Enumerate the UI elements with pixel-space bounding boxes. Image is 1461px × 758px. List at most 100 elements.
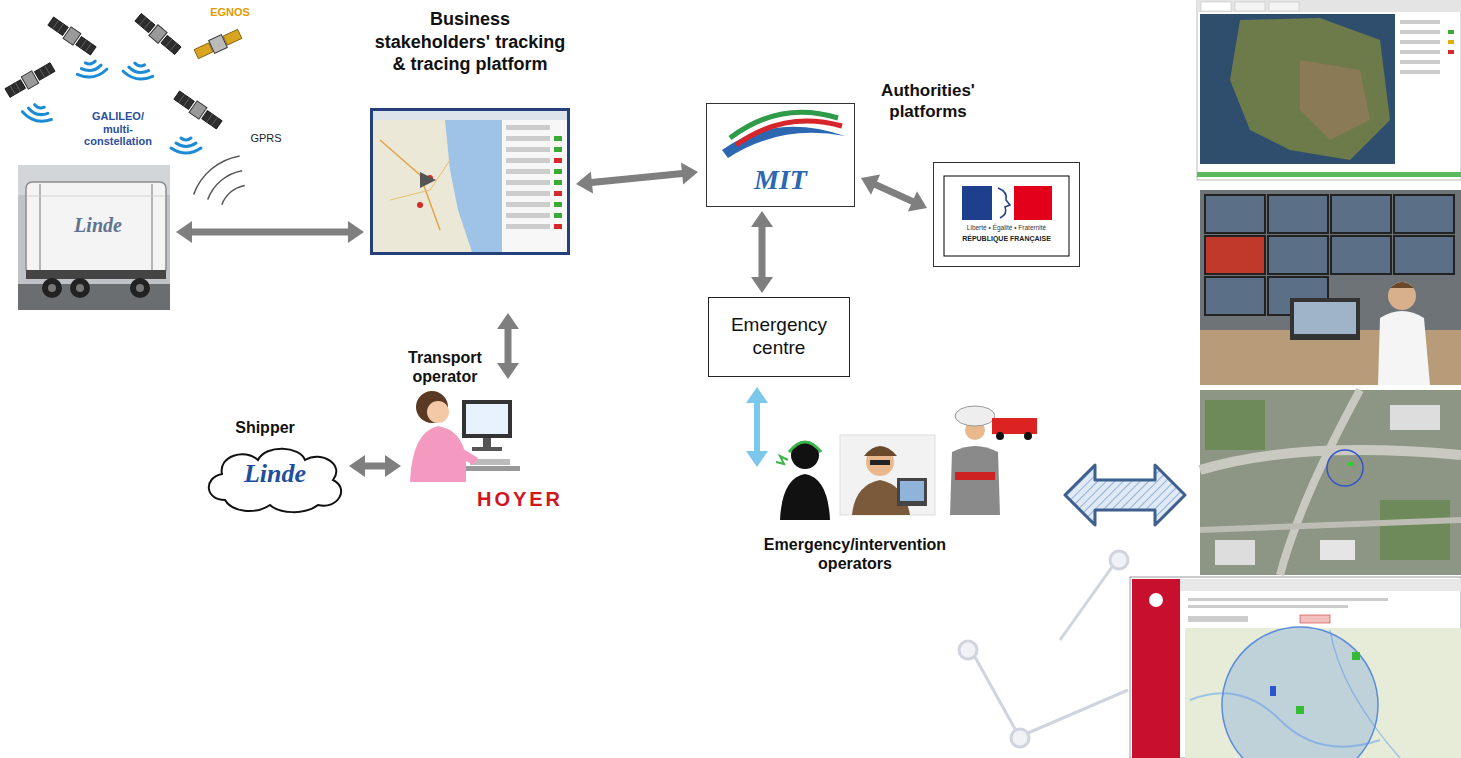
- map-screenshot-part: [1400, 20, 1440, 74]
- platform-heading: Business stakeholders' tracking & tracin…: [372, 8, 568, 76]
- arrow-head: [497, 363, 519, 379]
- republic-logo-part: [998, 188, 1010, 218]
- connector-arrow: [349, 455, 401, 477]
- platform-screenshot-part-part: [554, 180, 562, 185]
- network-decoration-part: [1060, 567, 1112, 640]
- platform-screenshot-part-part: [506, 224, 550, 229]
- aerial-photo-part: [1390, 405, 1440, 430]
- signal-waves-part: [171, 138, 201, 153]
- map-screenshot-part-part: [1400, 30, 1440, 34]
- signal-waves-part: [76, 59, 108, 79]
- node-frame: [18, 165, 170, 310]
- control-room-photo-part: [1200, 190, 1461, 385]
- platform-screenshot-part: [420, 172, 436, 188]
- arrow-head: [861, 175, 880, 195]
- arrow-head: [349, 455, 365, 477]
- map-screenshot-part-part: [1400, 20, 1440, 24]
- truck-photo-part: [130, 278, 150, 298]
- satellite-label: EGNOS: [205, 6, 255, 19]
- platform-screenshot-part-part: [554, 169, 562, 174]
- satellite-constellation-part-part: [194, 43, 213, 59]
- control-room-photo-part: [1390, 282, 1414, 288]
- platform-screenshot-part-part: [506, 125, 550, 130]
- satellite-constellation-part-part: [209, 35, 228, 54]
- operator-figure-part: [416, 391, 448, 423]
- platform-screenshot-part-part: [506, 191, 550, 196]
- connector-line: [505, 326, 512, 366]
- ministry-logo: [722, 112, 845, 158]
- arrow-head: [385, 455, 401, 477]
- connector-line: [589, 173, 685, 182]
- node-frame: [370, 108, 570, 255]
- shipper-cloud: ShipperLinde: [200, 418, 350, 515]
- republic-logo-part: [1014, 186, 1052, 220]
- truck-photo-part: [28, 196, 164, 197]
- platform-screenshot-part-part: [554, 202, 562, 207]
- arrow-head: [176, 221, 192, 243]
- constellation-label: GALILEO/ multi- constellation: [78, 110, 158, 148]
- intervention-icons-part: [950, 446, 1000, 515]
- platform-screenshot-part: [380, 140, 440, 230]
- platform-screenshot-part-part: [506, 147, 550, 152]
- arrow-head: [576, 171, 593, 193]
- map-screenshot-part: [1200, 14, 1395, 164]
- republic-name: RÉPUBLIQUE FRANÇAISE: [945, 235, 1068, 243]
- aerial-photo-part: [1348, 462, 1354, 466]
- intervention-icons-part: [992, 418, 1037, 434]
- platform-screenshot-part: [554, 158, 562, 229]
- connector-line: [754, 400, 760, 454]
- control-room-photo-part: [1388, 282, 1416, 310]
- browser-screenshot-part: [1132, 579, 1180, 758]
- operator-figure-part: [466, 404, 508, 434]
- control-room-photo-part: [1378, 311, 1430, 385]
- truck-photo-part: [76, 284, 84, 292]
- intervention-operators: Emergency/intervention operators: [750, 392, 1045, 577]
- browser-screenshot-part-part: [1188, 616, 1248, 622]
- node-frame: [770, 392, 1045, 522]
- gprs-arcs: [194, 156, 245, 205]
- network-decoration-part: [1011, 729, 1029, 747]
- platform-screenshot-part: [373, 111, 567, 120]
- network-decoration-part: [1028, 690, 1128, 733]
- platform-screenshot-part-part: [506, 202, 550, 207]
- browser-screenshot-part: [1222, 627, 1378, 758]
- control-room-photo-part: [1290, 298, 1360, 340]
- map-screenshot-part: [1235, 2, 1265, 11]
- control-room-photo-part-part: [1268, 236, 1328, 274]
- map-screenshot-part: [1269, 2, 1299, 11]
- hollow-double-arrow: [1065, 465, 1185, 525]
- truck-photo-part: [48, 284, 56, 292]
- satellite-constellation-part: [173, 89, 224, 130]
- arrow-head: [751, 211, 773, 227]
- ministry-logo-part: [736, 121, 842, 145]
- satellite-constellation-part: [47, 15, 98, 56]
- gprs-arcs-part: [208, 171, 243, 200]
- connector-arrow: [861, 175, 927, 212]
- platform-screenshot-part: [503, 120, 567, 252]
- control-room-photo-part: [1294, 302, 1356, 334]
- map-screenshot-part: [1197, 0, 1461, 180]
- browser-screenshot: [1130, 577, 1461, 758]
- operators-label: Emergency/intervention operators: [755, 535, 955, 573]
- shipper-label: Shipper: [200, 418, 330, 437]
- map-screenshot-part: [1201, 2, 1231, 11]
- satellite-constellation-part: [193, 28, 242, 61]
- republic-logo-part: [944, 176, 1069, 256]
- operator-figure-part: [472, 447, 502, 451]
- operator-label: Transport operator: [395, 348, 495, 386]
- platform-screenshot-part-part: [554, 158, 562, 163]
- company-logo-text: HOYER: [460, 487, 580, 511]
- browser-screenshot-part: [1149, 593, 1163, 607]
- map-screenshot: [1197, 0, 1461, 180]
- platform-screenshot-part-part: [554, 213, 562, 218]
- arrow-head: [681, 163, 698, 185]
- control-room-photo-part-part: [1268, 195, 1328, 233]
- signal-waves: [21, 59, 201, 153]
- republic-logo-part: [962, 186, 992, 220]
- browser-screenshot-part: [1352, 652, 1360, 660]
- tracking-platform: Business stakeholders' tracking & tracin…: [365, 8, 575, 258]
- map-screenshot-part: [1197, 0, 1461, 12]
- box-label: Emergency centre: [714, 314, 844, 360]
- connector-arrow: [751, 211, 773, 293]
